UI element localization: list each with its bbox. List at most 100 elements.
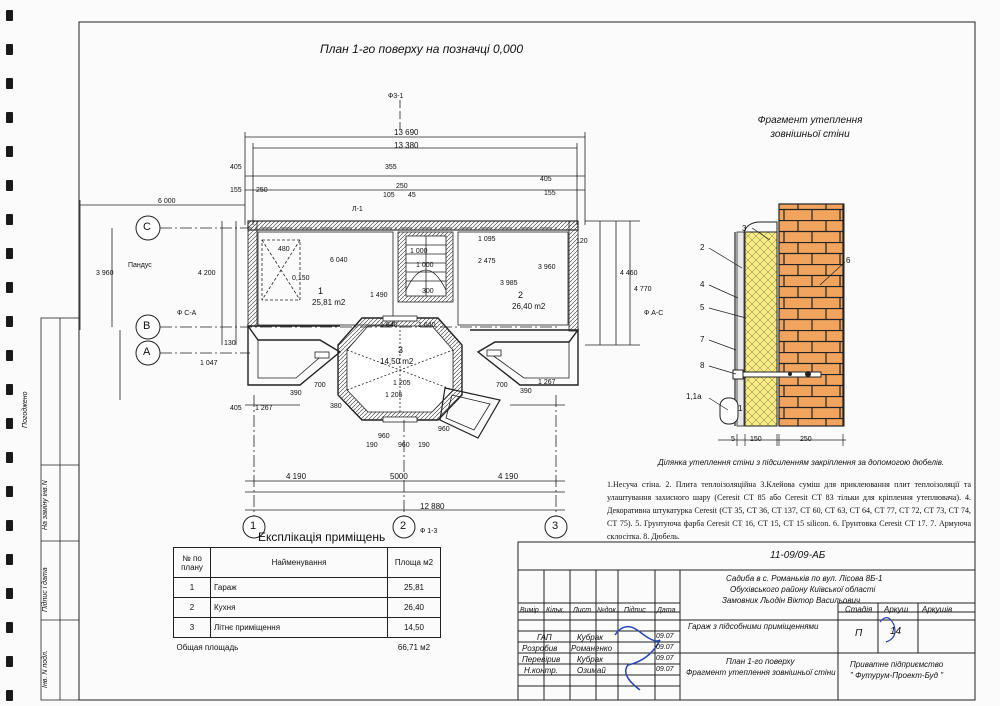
customer-name: Замовник Льодін Віктор Васильович: [722, 596, 861, 605]
room-3-area: 14,50 m2: [380, 357, 414, 366]
stage-value: П: [855, 628, 863, 639]
binder-hole: [6, 316, 13, 327]
section-dim-5: 5: [731, 436, 735, 443]
callout-1-1a: 1,1а: [686, 392, 702, 401]
tb-header-date: Дата: [657, 607, 676, 614]
cell-name: Літнє приміщення: [210, 617, 388, 638]
dim-2475: 2 475: [478, 258, 496, 265]
name-developer: Романенко: [571, 644, 613, 653]
name-normcontrol: Озимай: [577, 666, 606, 675]
dim-1000-b: 1 000: [410, 248, 428, 255]
section-mark-aca: Ф А-С: [644, 310, 664, 317]
section-dim-150: 150: [750, 436, 762, 443]
room-1-number: 1: [318, 286, 324, 296]
dim-405-bottom: 405: [230, 405, 242, 412]
date-normcontrol: 09.07: [656, 666, 674, 673]
binder-hole: [6, 418, 13, 429]
tb-header-qty: Кільк.: [546, 607, 565, 614]
stage-header: Стадія: [845, 605, 873, 614]
cell-area: 26,40: [387, 597, 441, 618]
axis-1-label: 1: [250, 520, 257, 532]
dim-250-left: 250: [256, 187, 268, 194]
binder-hole: [6, 112, 13, 123]
col-header-area: Площа м2: [387, 547, 441, 578]
binder-hole: [6, 486, 13, 497]
explication-title: Експлікація приміщень: [258, 530, 386, 544]
dim-1640-b: 1 640: [418, 322, 436, 329]
dim-total: 13 690: [394, 128, 419, 137]
margin-sign-date: Підпис і дата: [42, 567, 49, 612]
dim-155-right: 155: [544, 190, 556, 197]
dim-960-b: 960: [398, 442, 410, 449]
room-1-area: 25,81 m2: [312, 298, 346, 307]
dim-6040: 6 040: [330, 257, 348, 264]
table-row: 3 Літнє приміщення 14,50: [173, 617, 441, 638]
margin-inv: Інв. N подл.: [42, 650, 49, 688]
dim-1640: 1 640: [380, 322, 398, 329]
binder-hole: [6, 588, 13, 599]
tb-header-sheet: Лист: [573, 607, 592, 614]
floor-plan: [79, 100, 640, 535]
binder-hole: [6, 78, 13, 89]
dim-390-left: 390: [290, 390, 302, 397]
lintel-mark: Л-1: [352, 206, 363, 213]
plan-title: План 1-го поверху на позначці 0,000: [320, 42, 524, 56]
table-row: 2 Кухня 26,40: [173, 597, 441, 618]
dim-4190-right: 4 190: [498, 472, 519, 481]
sheet-value: 14: [890, 626, 902, 637]
dim-1095: 1 095: [478, 236, 496, 243]
role-normcontrol: Н.контр.: [524, 666, 558, 675]
axis-2-label: 2: [400, 520, 407, 532]
section-title: Фрагмент утеплення зовнішньої стіни: [757, 115, 863, 140]
sheet-header: Аркуш: [884, 605, 909, 614]
total-value: 66,71 м2: [397, 643, 431, 652]
binder-hole: [6, 282, 13, 293]
dim-3960-left: 3 960: [96, 270, 114, 277]
dim-3985: 3 985: [500, 280, 518, 287]
callout-6: 6: [846, 256, 851, 265]
dim-480: 480: [278, 246, 290, 253]
callout-7: 7: [700, 335, 705, 344]
dim-405-left: 405: [230, 164, 242, 171]
dim-3960-right: 3 960: [538, 264, 556, 271]
dim-6000: 6 000: [158, 198, 176, 205]
dim-1205: 1 205: [393, 380, 411, 387]
section-dim-250: 250: [800, 436, 812, 443]
axis-3-label: 3: [552, 520, 559, 532]
table-row: 1 Гараж 25,81: [173, 577, 441, 598]
district-name: Обухівського району Київської області: [730, 585, 876, 594]
binder-hole: [6, 350, 13, 361]
room-2-number: 2: [518, 290, 524, 300]
dim-960-a: 960: [378, 433, 390, 440]
cell-no: 2: [173, 597, 211, 618]
binder-hole: [6, 384, 13, 395]
materials-notes: 1.Несуча стіна. 2. Плита теплоізоляційна…: [607, 480, 971, 541]
dim-total-inner: 13 380: [394, 141, 419, 150]
dim-4460: 4 460: [620, 270, 638, 277]
dim-1267-right: 1 267: [538, 379, 556, 386]
dim-130: 130: [224, 340, 236, 347]
total-row: Общая площадь 66,71 м2: [174, 638, 441, 658]
dim-1205-b: 1 205: [385, 392, 403, 399]
room-2-area: 26,40 m2: [512, 302, 546, 311]
section-mark-f13: Ф 1-3: [420, 528, 438, 535]
dim-0150: 0,150: [292, 275, 310, 282]
cell-name: Гараж: [210, 577, 388, 598]
dim-355: 355: [385, 164, 397, 171]
dim-190-b: 190: [418, 442, 430, 449]
callout-8: 8: [700, 361, 705, 370]
dim-4770: 4 770: [634, 286, 652, 293]
dim-250-mid: 250: [396, 183, 408, 190]
sheet-number-handwriting: [879, 617, 896, 643]
binder-hole: [6, 44, 13, 55]
dim-190-a: 190: [366, 442, 378, 449]
binder-hole: [6, 452, 13, 463]
dim-380: 380: [330, 403, 342, 410]
dim-105: 105: [383, 192, 395, 199]
dim-300: 300: [422, 288, 434, 295]
margin-agreed: Погоджено: [22, 391, 29, 428]
name-gap: Кубрак: [577, 633, 603, 642]
sheets-header: Аркушів: [922, 605, 953, 614]
building-name: Гараж з підсобними приміщеннями: [688, 622, 819, 631]
